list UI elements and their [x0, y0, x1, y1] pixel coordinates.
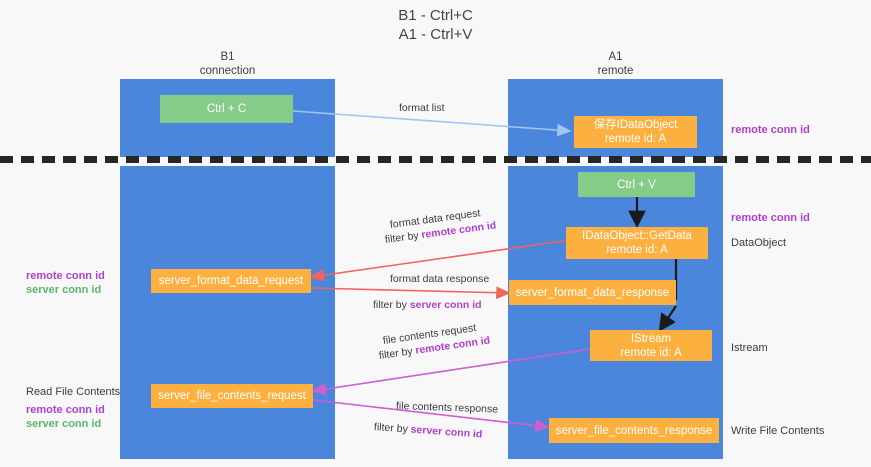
node-istream[interactable]: IStream remote id: A — [590, 330, 712, 361]
node-server-format-data-response-label: server_format_data_response — [515, 286, 670, 299]
side-label-remote-conn-id-mid-text: remote conn id — [731, 212, 810, 224]
side-label-conn-ids-mid: remote conn id server conn id — [26, 269, 105, 297]
filter-prefix-4: filter by — [373, 421, 412, 436]
filter-key-server-conn-id-1: server conn id — [409, 299, 482, 311]
side-label-dataobject: DataObject — [731, 236, 786, 250]
side-label-server-conn-id-left-mid: server conn id — [26, 284, 102, 296]
diagram-title: B1 - Ctrl+C A1 - Ctrl+V — [0, 6, 871, 44]
node-getdata-title: IDataObject::GetData — [582, 230, 692, 242]
side-label-write-file-contents-text: Write File Contents — [731, 425, 825, 437]
side-label-remote-conn-id-left-mid: remote conn id — [26, 270, 105, 282]
node-server-format-data-request[interactable]: server_format_data_request — [151, 269, 311, 293]
filter-prefix-2: filter by — [373, 299, 410, 311]
node-ctrl-v[interactable]: Ctrl + V — [578, 172, 695, 197]
node-server-file-contents-request-label: server_file_contents_request — [158, 390, 306, 402]
node-server-file-contents-response[interactable]: server_file_contents_response — [549, 418, 719, 443]
side-label-remote-conn-id-top: remote conn id — [731, 123, 810, 137]
lane-a1-bottom — [508, 166, 723, 459]
column-header-b1-name: B1 — [220, 51, 235, 63]
node-getdata-subtitle: remote id: A — [606, 244, 668, 256]
edge-format-data-request — [309, 239, 571, 282]
side-label-istream-text: Istream — [731, 342, 768, 354]
side-label-remote-conn-id-top-text: remote conn id — [731, 124, 810, 136]
node-save-idataobject-title: 保存IDataObject — [593, 119, 678, 131]
section-divider — [0, 156, 871, 163]
column-header-b1-role: connection — [199, 65, 256, 77]
edge-label-format-list: format list — [399, 102, 445, 114]
side-label-istream: Istream — [731, 341, 768, 355]
lane-b1-bottom — [120, 166, 335, 459]
node-server-file-contents-request[interactable]: server_file_contents_request — [151, 384, 313, 408]
column-header-a1-name: A1 — [608, 51, 623, 63]
column-header-a1-role: remote — [597, 65, 634, 77]
edge-response-to-istream — [658, 305, 677, 332]
side-label-conn-ids-bottom: remote conn id server conn id — [26, 403, 105, 431]
edge-file-contents-request — [311, 348, 591, 396]
diagram-title-line-1: B1 - Ctrl+C — [398, 7, 473, 24]
edge-format-list — [278, 109, 572, 137]
side-label-remote-conn-id-left-bottom: remote conn id — [26, 404, 105, 416]
edge-label-format-data-response: format data response — [390, 273, 490, 285]
side-label-read-file-contents: Read File Contents — [26, 385, 120, 399]
edge-file-contents-response — [312, 399, 550, 432]
edge-format-data-response — [310, 286, 511, 300]
node-ctrl-v-label: Ctrl + V — [617, 178, 656, 191]
diagram-title-line-2: A1 - Ctrl+V — [398, 26, 473, 43]
edge-label-format-data-response-filter: filter by server conn id — [373, 298, 482, 312]
side-label-dataobject-text: DataObject — [731, 237, 787, 249]
node-server-format-data-request-label: server_format_data_request — [158, 275, 304, 287]
node-istream-title: IStream — [630, 332, 672, 345]
node-server-format-data-response[interactable]: server_format_data_response — [509, 280, 676, 305]
node-ctrl-c[interactable]: Ctrl + C — [160, 95, 293, 123]
side-label-read-file-contents-text: Read File Contents — [26, 386, 121, 398]
node-server-file-contents-response-label: server_file_contents_response — [555, 424, 713, 437]
node-save-idataobject[interactable]: 保存IDataObject remote id: A — [574, 116, 697, 148]
column-header-a1: A1 remote — [508, 50, 723, 78]
column-header-b1: B1 connection — [120, 50, 335, 78]
node-idataobject-getdata[interactable]: IDataObject::GetData remote id: A — [566, 227, 708, 259]
side-label-write-file-contents: Write File Contents — [731, 424, 824, 438]
node-istream-subtitle: remote id: A — [620, 346, 682, 359]
side-label-remote-conn-id-mid: remote conn id — [731, 211, 810, 225]
node-ctrl-c-label: Ctrl + C — [206, 103, 247, 115]
side-label-server-conn-id-left-bottom: server conn id — [26, 418, 102, 430]
node-save-idataobject-subtitle: remote id: A — [604, 133, 667, 145]
